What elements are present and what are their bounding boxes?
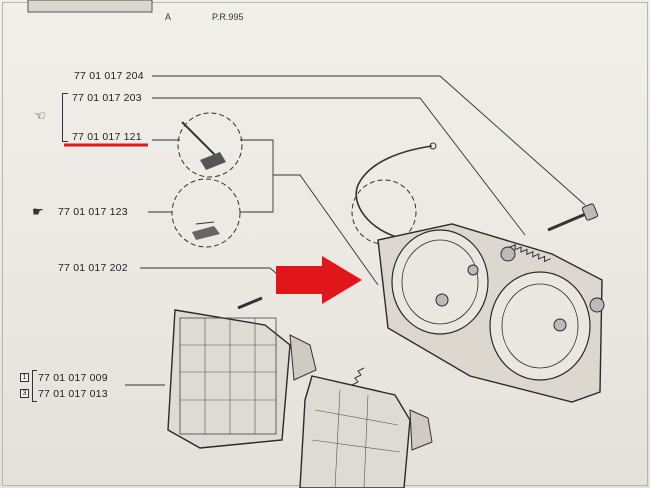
header-page-ref: P.R.995 xyxy=(212,12,244,22)
group-bracket xyxy=(62,93,68,142)
variant-bracket xyxy=(32,370,37,402)
pointing-hand-icon: ☜ xyxy=(34,108,46,123)
detail-circles xyxy=(171,112,417,248)
red-arrow-icon xyxy=(276,256,362,304)
leader-lines xyxy=(125,75,586,386)
headlamp-unit-right xyxy=(299,367,433,488)
part-number-203: 77 01 017 203 xyxy=(72,92,142,104)
spring xyxy=(508,243,551,263)
headlamp-mounting-frame xyxy=(377,223,605,403)
part-number-123: 77 01 017 123 xyxy=(58,206,128,218)
top-strip xyxy=(27,0,153,13)
variant-box-icon: 1 xyxy=(20,373,29,382)
adjuster-cable xyxy=(355,142,437,239)
part-number-009: 77 01 017 009 xyxy=(38,372,108,384)
header-letter: A xyxy=(165,12,172,22)
part-number-204: 77 01 017 204 xyxy=(74,70,144,82)
part-number-121: 77 01 017 121 xyxy=(72,131,142,143)
adjusting-screw xyxy=(547,203,599,232)
pointing-hand-icon: ☛ xyxy=(32,204,44,219)
variant-box-icon: 3 xyxy=(20,389,29,398)
part-number-013: 77 01 017 013 xyxy=(38,388,108,400)
part-number-202: 77 01 017 202 xyxy=(58,262,128,274)
headlamp-unit-left xyxy=(167,296,317,449)
